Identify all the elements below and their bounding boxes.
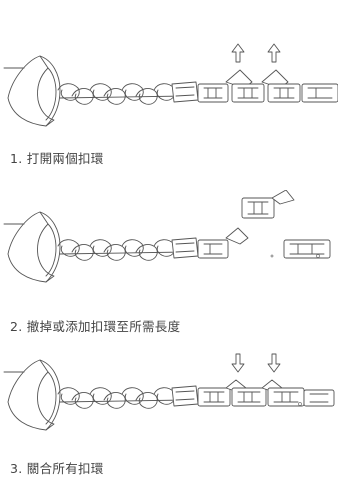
step-2-caption: 2. 撤掉或添加扣環至所需長度: [10, 319, 181, 334]
removed-clasp: [241, 197, 275, 219]
step-3-illustration: [0, 350, 338, 440]
down-arrow-icon: [231, 353, 245, 373]
up-arrow-icon: [267, 43, 281, 63]
watch-bracelet-open-clasps: [3, 43, 338, 127]
step-1-illustration: [0, 38, 338, 128]
step-3-caption: 3. 關合所有扣環: [10, 461, 104, 476]
watch-bracelet-remove-clasps: [3, 190, 331, 283]
down-arrow-icon: [267, 353, 281, 373]
up-arrow-icon: [231, 43, 245, 63]
watch-bracelet-close-clasps: [3, 353, 335, 431]
step-2-illustration: [0, 190, 338, 285]
step-1-caption: 1. 打開兩個扣環: [10, 151, 104, 166]
